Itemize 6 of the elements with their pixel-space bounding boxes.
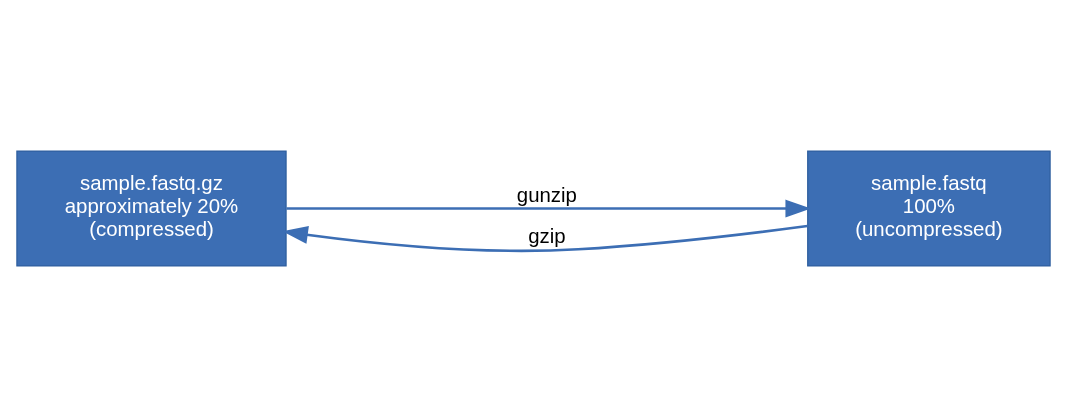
node-box: sample.fastq 100% (uncompressed) bbox=[807, 149, 1051, 267]
edge-label: gzip bbox=[528, 224, 566, 247]
arrow bbox=[286, 199, 811, 217]
edge-label: gunzip bbox=[516, 183, 577, 206]
node-box: sample.fastq.gz approximately 20% (compressed) bbox=[16, 149, 287, 267]
arrow bbox=[282, 224, 808, 252]
